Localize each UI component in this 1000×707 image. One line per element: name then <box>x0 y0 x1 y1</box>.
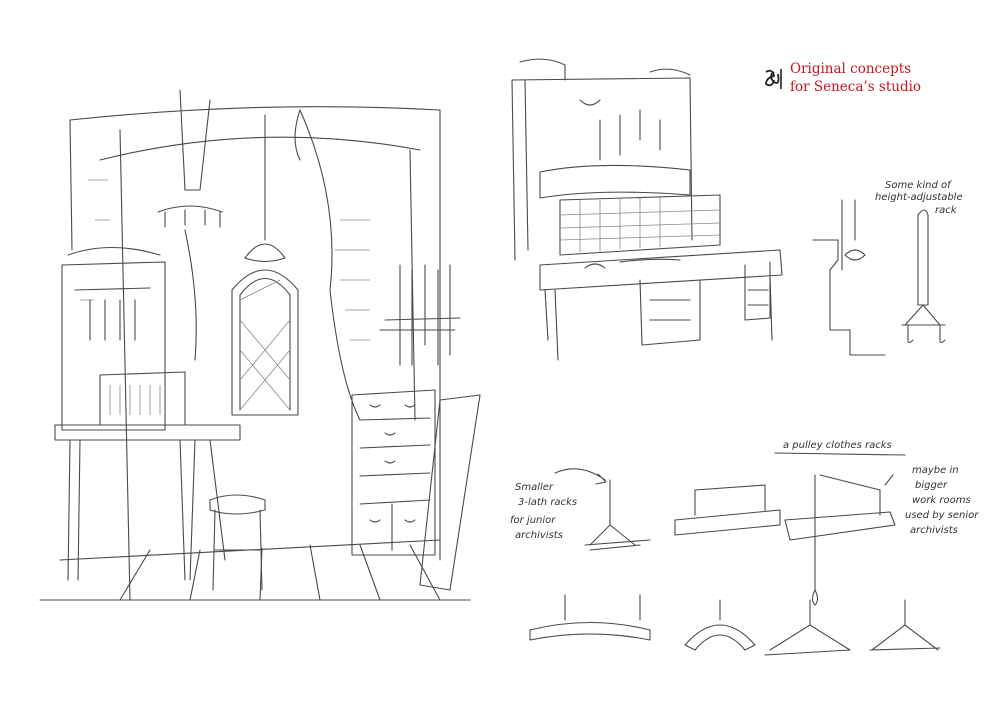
note-height-rack: Some kind of <box>885 180 952 191</box>
title-line-2: for Seneca’s studio <box>790 79 922 95</box>
annotations: Some kind of height-adjustable rack a pu… <box>510 180 979 541</box>
note-bigger: bigger <box>915 480 948 491</box>
note-bigger: work rooms <box>912 495 971 506</box>
studio-room-sketch <box>39 89 481 601</box>
page-title: Original concepts for Seneca’s studio <box>790 60 921 96</box>
note-smaller: Smaller <box>515 482 554 493</box>
note-height-rack: height-adjustable <box>875 192 963 203</box>
pulley-rack-sketches <box>529 452 941 656</box>
pulley-heading: a pulley clothes racks <box>783 440 892 451</box>
knot-emblem-icon <box>765 69 782 89</box>
note-smaller: for junior <box>510 515 556 526</box>
height-adjustable-rack-sketch <box>812 199 946 356</box>
note-bigger: maybe in <box>912 465 959 476</box>
note-smaller: archivists <box>515 530 563 541</box>
note-bigger: archivists <box>910 525 958 536</box>
note-height-rack: rack <box>935 205 958 216</box>
note-bigger: used by senior <box>905 510 979 521</box>
note-smaller: 3-lath racks <box>518 497 577 508</box>
title-line-1: Original concepts <box>790 61 912 77</box>
archivist-desk-sketch <box>511 58 783 361</box>
